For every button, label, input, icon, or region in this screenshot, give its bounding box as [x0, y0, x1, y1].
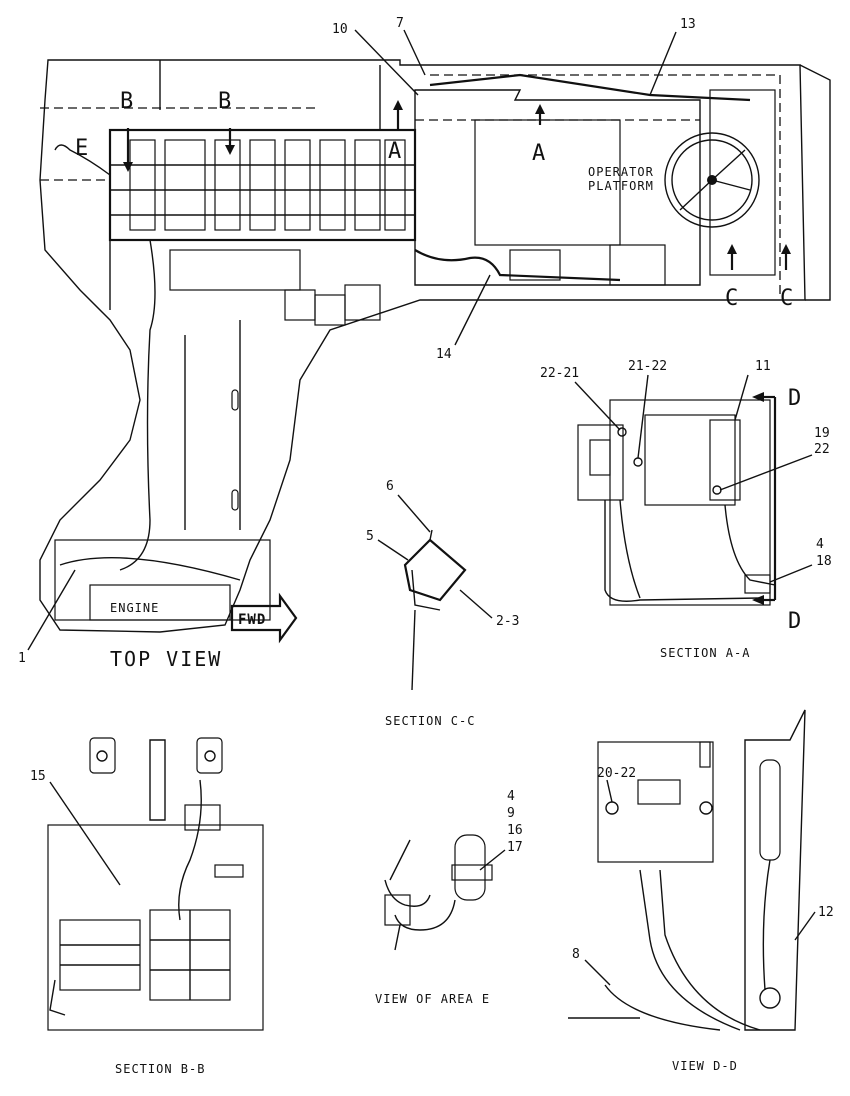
marker-d-bottom: D	[788, 609, 801, 634]
callout-19: 19	[814, 426, 830, 441]
marker-d-top: D	[788, 386, 801, 411]
title-section-bb: SECTION B-B	[115, 1062, 205, 1076]
harness-14	[414, 249, 621, 282]
callout-18: 18	[816, 554, 832, 569]
callout-9: 9	[507, 806, 515, 821]
title-top-view: TOP VIEW	[110, 647, 222, 671]
callout-14: 14	[436, 347, 452, 362]
view-area-e: 4 9 16 17 VIEW OF AREA E	[375, 789, 523, 1006]
callout-10: 10	[332, 22, 348, 37]
top-view: ENGINE FWD B B E A A C C OPERATOR PLATFO…	[18, 16, 831, 671]
steering-wheel	[664, 89, 776, 276]
callout-22-aa: 22	[814, 442, 830, 457]
engine-label: ENGINE	[110, 601, 159, 615]
engine-compartment: ENGINE	[54, 539, 271, 621]
operator-label: OPERATOR	[588, 165, 654, 179]
callout-4-e: 4	[507, 789, 515, 804]
section-cc: 6 5 2-3 SECTION C-C	[366, 479, 519, 728]
callout-15: 15	[30, 769, 46, 784]
title-area-e: VIEW OF AREA E	[375, 992, 490, 1006]
title-view-dd: VIEW D-D	[672, 1059, 738, 1073]
title-section-aa: SECTION A-A	[660, 646, 750, 660]
fwd-arrow: FWD	[230, 592, 298, 644]
marker-b-left: B	[120, 89, 133, 114]
platform-label: PLATFORM	[588, 179, 654, 193]
marker-a-left: A	[388, 139, 401, 164]
callout-22-21: 22-21	[540, 366, 579, 381]
callout-5: 5	[366, 529, 374, 544]
callout-8: 8	[572, 947, 580, 962]
section-bb: 15 SECTION B-B	[30, 737, 264, 1076]
section-aa: D D 22-21 21-22 11 19 22 4 18 SECTION A-…	[540, 359, 832, 660]
harness-13	[429, 73, 751, 102]
operator-platform	[414, 89, 701, 286]
callout-4-aa: 4	[816, 537, 824, 552]
callout-1: 1	[18, 651, 26, 666]
callout-21-22: 21-22	[628, 359, 667, 374]
callout-20-22: 20-22	[597, 766, 636, 781]
callout-13: 13	[680, 17, 696, 32]
view-dd: 20-22 12 8 VIEW D-D	[568, 709, 834, 1073]
marker-c-left: C	[725, 286, 738, 311]
callout-12: 12	[818, 905, 834, 920]
fwd-label: FWD	[238, 612, 266, 628]
callout-6: 6	[386, 479, 394, 494]
callout-16: 16	[507, 823, 523, 838]
marker-c-right: C	[780, 286, 793, 311]
callout-2-3: 2-3	[496, 614, 519, 629]
marker-e: E	[75, 136, 88, 161]
callout-11: 11	[755, 359, 771, 374]
machine-outline	[39, 59, 806, 633]
title-section-cc: SECTION C-C	[385, 714, 475, 728]
callout-17: 17	[507, 840, 523, 855]
marker-b-right: B	[218, 89, 231, 114]
relay-bank	[108, 128, 417, 242]
marker-a-right: A	[532, 141, 545, 166]
callout-7: 7	[396, 16, 404, 31]
